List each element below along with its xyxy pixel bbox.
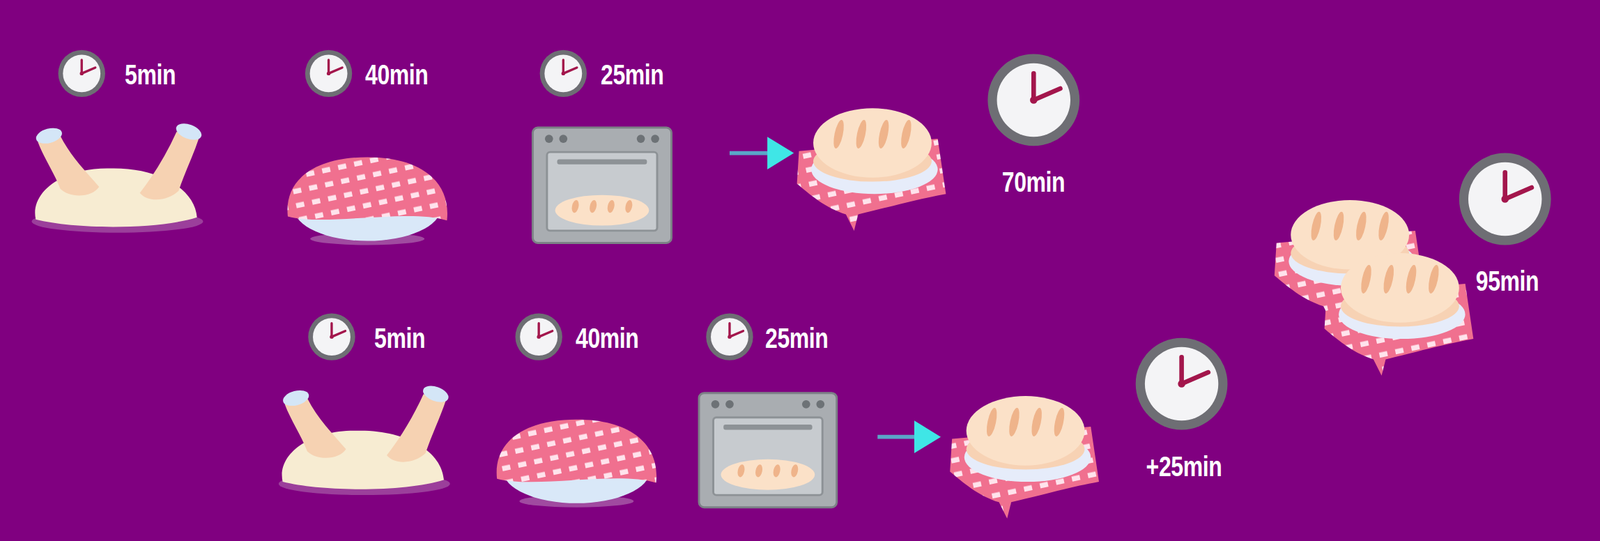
oven-icon [698,393,837,508]
clock-icon [515,312,563,360]
time-label: 25min [765,324,828,352]
clock-icon [987,54,1080,147]
kneading-icon [31,120,204,233]
clock-icon [1135,337,1228,430]
bread-icon [949,395,1099,519]
bread-icon [797,108,947,231]
clock-icon [705,312,753,360]
time-label: +25min [1145,452,1222,481]
time-label: 95min [1475,266,1539,295]
rising-bowl-icon [496,419,657,508]
time-label: 70min [1002,167,1065,196]
clock-icon [1459,153,1552,246]
bread-icon [1324,252,1474,376]
clock-icon [305,50,352,97]
time-label: 5min [124,60,176,89]
kneading-icon [278,382,451,495]
flow-arrow [877,420,941,453]
rising-bowl-icon [287,156,448,245]
time-label: 40min [575,324,639,352]
clock-icon [540,50,587,97]
oven-icon [532,127,672,243]
flow-arrow [729,136,794,170]
clock-icon [308,312,355,360]
time-label: 40min [365,60,428,89]
clock-icon [58,50,106,97]
time-label: 5min [374,324,426,352]
time-label: 25min [600,60,664,89]
